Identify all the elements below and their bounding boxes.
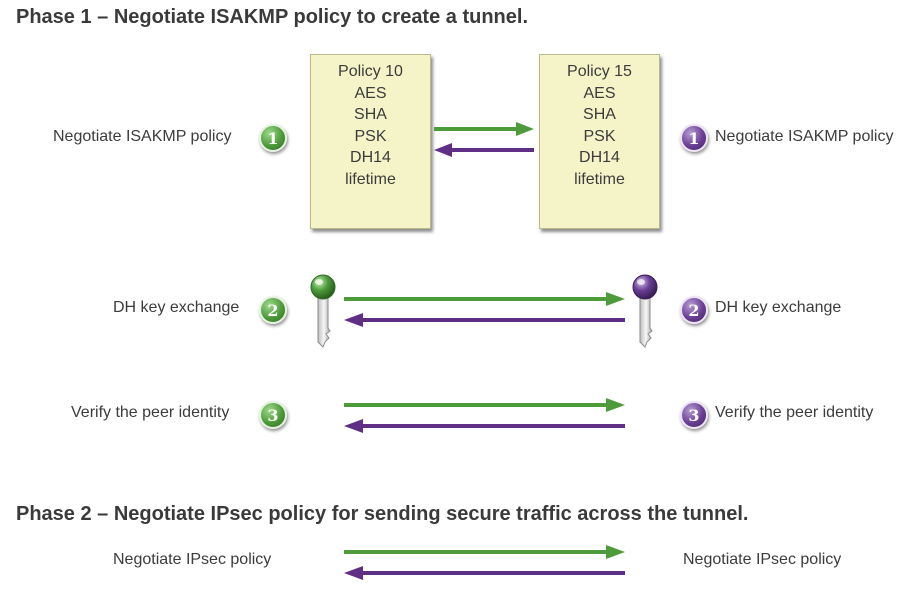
policy-left-line: lifetime <box>345 170 396 188</box>
policy-left-line: AES <box>354 84 387 102</box>
policy-left-line: SHA <box>354 106 387 124</box>
policy-right-line: DH14 <box>579 149 620 167</box>
policy-right-line: AES <box>583 84 616 102</box>
policy-left-line: DH14 <box>350 149 391 167</box>
phase1-heading: Phase 1 – Negotiate ISAKMP policy to cre… <box>16 6 529 28</box>
phase2-return-arrow <box>344 566 625 580</box>
step2-return-arrow <box>344 313 625 327</box>
step2-right-badge: 2 <box>680 296 708 324</box>
step3-right-number: 3 <box>688 405 700 425</box>
phase2-right-label: Negotiate IPsec policy <box>683 551 842 568</box>
step1-right-badge: 1 <box>680 124 708 152</box>
step1-forward-arrow <box>434 122 534 136</box>
green-key-icon <box>310 274 336 348</box>
step3-return-arrow <box>344 419 625 433</box>
step1-left-badge: 1 <box>259 124 287 152</box>
step3-right-badge: 3 <box>680 401 708 429</box>
step2-right-number: 2 <box>688 300 700 320</box>
phase2-left-label: Negotiate IPsec policy <box>113 551 272 568</box>
step3-left-label: Verify the peer identity <box>71 404 230 421</box>
step2-right-label: DH key exchange <box>715 299 842 316</box>
step1-left-number: 1 <box>267 128 279 148</box>
step1-right-number: 1 <box>688 128 700 148</box>
phase2-forward-arrow <box>344 545 625 559</box>
policy-right-title: Policy 15 <box>567 63 632 80</box>
policy-left-line: PSK <box>354 127 387 145</box>
step1-return-arrow <box>434 143 534 157</box>
policy-left-title: Policy 10 <box>338 63 403 80</box>
step3-left-badge: 3 <box>259 401 287 429</box>
policy-right-line: lifetime <box>574 170 625 188</box>
policy-right-line: SHA <box>583 106 616 124</box>
policy-box-left: Policy 10 AES SHA PSK DH14 lifetime <box>310 54 431 229</box>
phase2-heading: Phase 2 – Negotiate IPsec policy for sen… <box>16 503 749 525</box>
step1-right-label: Negotiate ISAKMP policy <box>715 128 894 145</box>
purple-key-icon <box>632 274 658 348</box>
step1-left-label: Negotiate ISAKMP policy <box>53 128 232 145</box>
step3-left-number: 3 <box>267 405 279 425</box>
step2-left-label: DH key exchange <box>113 299 240 316</box>
policy-box-right: Policy 15 AES SHA PSK DH14 lifetime <box>539 54 660 229</box>
step3-right-label: Verify the peer identity <box>715 404 874 421</box>
step3-forward-arrow <box>344 398 625 412</box>
step2-left-number: 2 <box>267 300 279 320</box>
step2-forward-arrow <box>344 292 625 306</box>
step2-left-badge: 2 <box>259 296 287 324</box>
policy-right-line: PSK <box>583 127 616 145</box>
